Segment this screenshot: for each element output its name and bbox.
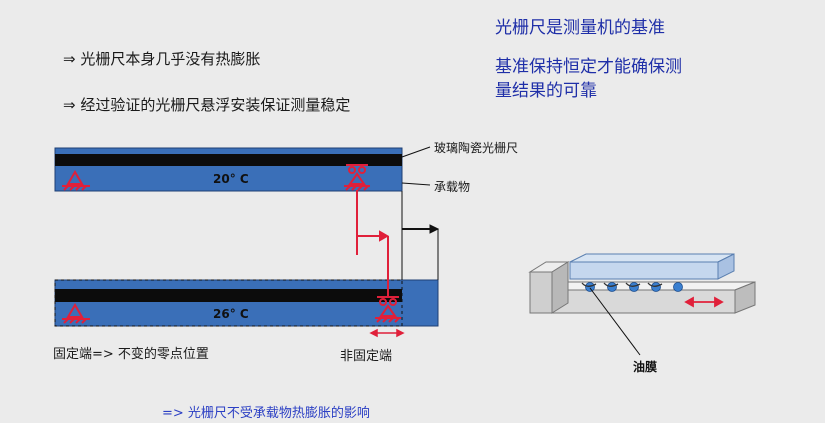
label-temp-top: 20° C <box>213 172 249 186</box>
fixed-mount-top <box>62 170 90 191</box>
headline-line-1: 光栅尺是测量机的基准 <box>495 18 665 38</box>
glass-scale-top <box>55 154 402 166</box>
glass-scale-leader <box>401 146 431 158</box>
bullet-floating-mount: ⇒ 经过验证的光栅尺悬浮安装保证测量稳定 <box>63 96 351 114</box>
original-length-outline <box>54 279 403 327</box>
carrier-bar-bottom <box>54 279 439 327</box>
displacement-guide <box>356 190 390 298</box>
glass-scale-bottom <box>55 289 402 302</box>
label-oil-film: 油膜 <box>633 360 658 374</box>
label-free-end: 非固定端 <box>340 349 393 364</box>
fixed-mount-bottom <box>62 303 90 324</box>
conclusion-note: => 光栅尺不受承载物热膨胀的影响 <box>162 406 370 421</box>
headline-line-3: 量结果的可靠 <box>495 81 597 101</box>
free-end-shift-arrow <box>369 328 405 338</box>
mounting-3d-illustration <box>528 253 756 356</box>
label-temp-bottom: 26° C <box>213 307 249 321</box>
headline-line-2: 基准保持恒定才能确保测 <box>495 57 682 77</box>
expansion-indicator <box>401 191 440 280</box>
bullet-no-thermal-expansion: ⇒ 光栅尺本身几乎没有热膨胀 <box>63 50 261 68</box>
carrier-bar-top <box>54 147 403 192</box>
label-fixed-end: 固定端=> 不变的零点位置 <box>53 347 209 362</box>
label-carrier: 承载物 <box>434 180 471 194</box>
floating-mount-top <box>344 164 370 191</box>
label-glass-scale: 玻璃陶瓷光栅尺 <box>434 141 519 155</box>
carrier-leader <box>401 182 431 186</box>
